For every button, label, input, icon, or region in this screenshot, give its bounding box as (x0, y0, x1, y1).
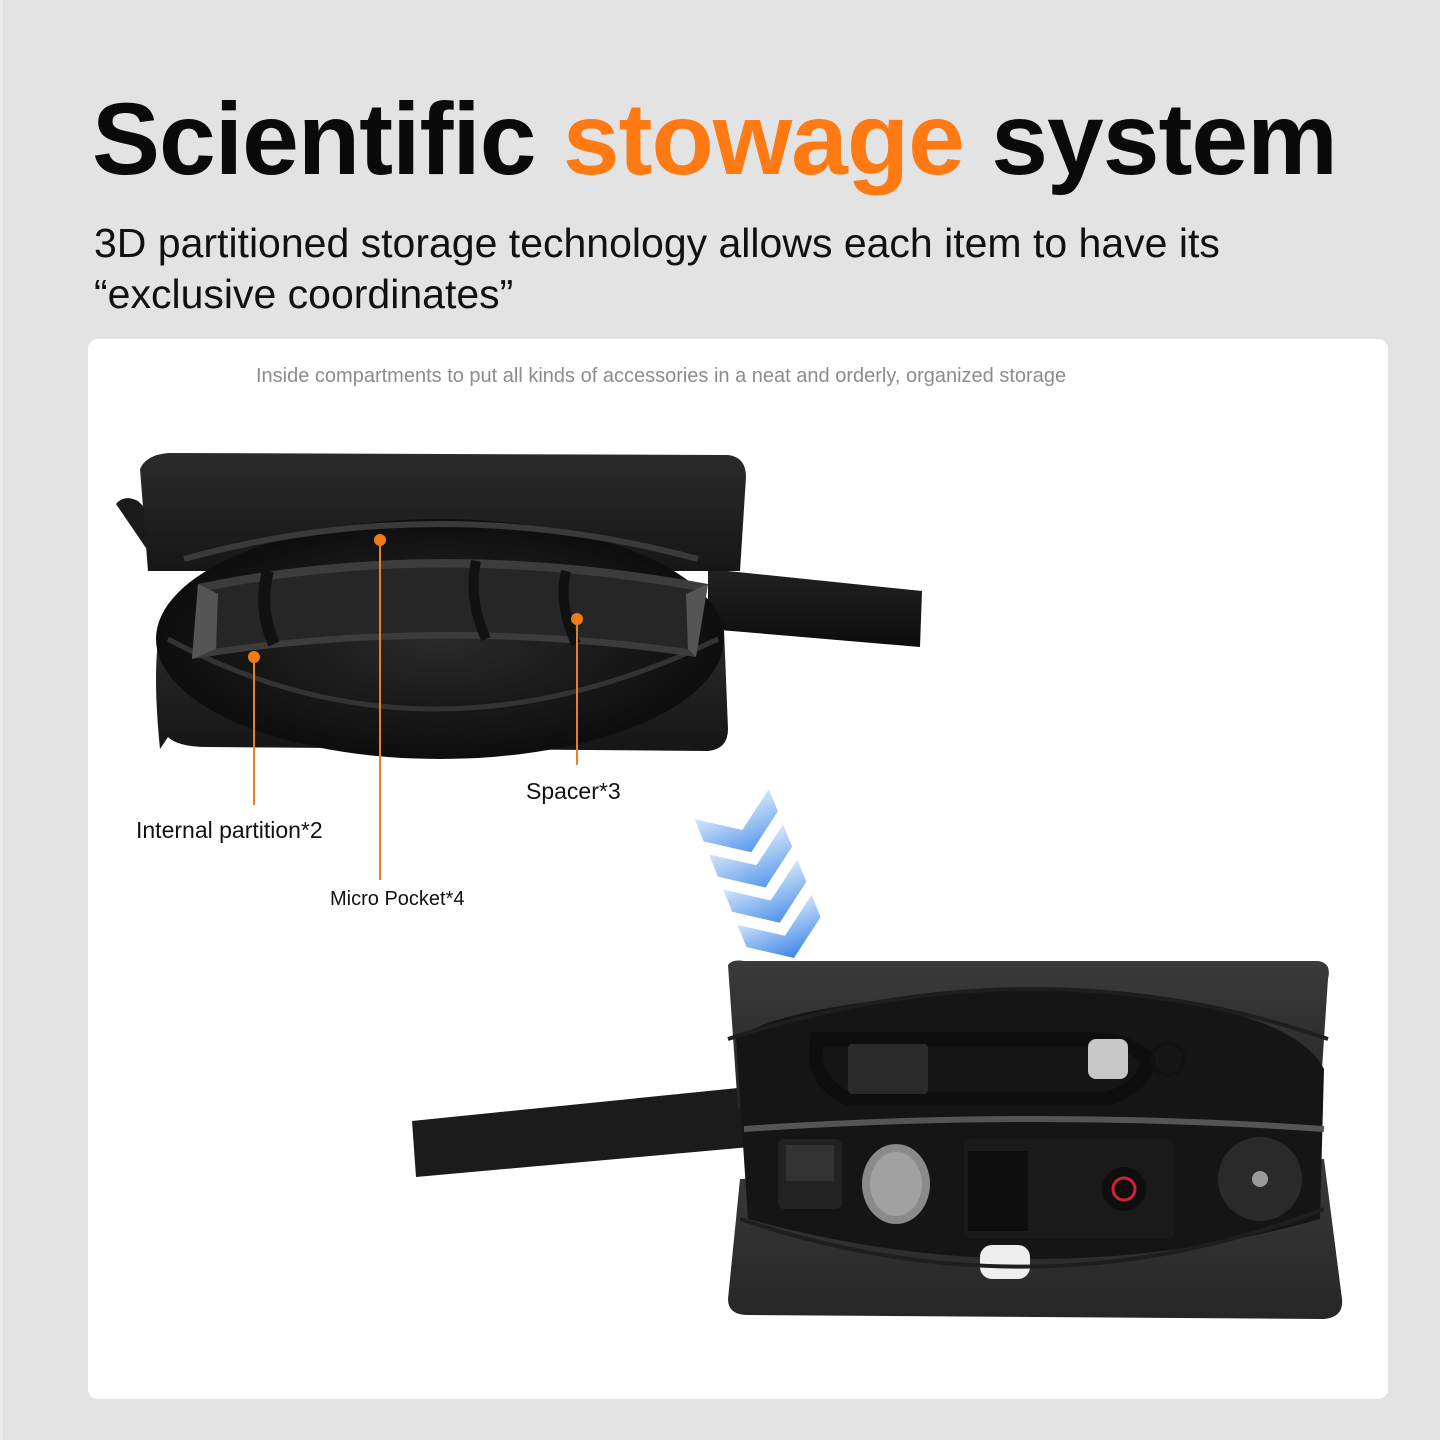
callout-line-spacer (576, 619, 578, 765)
callout-label-internal-partition: Internal partition*2 (136, 817, 323, 843)
callout-line-micro-pocket (379, 540, 381, 880)
page-subtitle: 3D partitioned storage technology allows… (94, 220, 1220, 317)
empty-bag-image (116, 453, 922, 759)
panel-caption: Inside compartments to put all kinds of … (256, 365, 1067, 387)
callout-label-spacer: Spacer*3 (526, 778, 621, 804)
filled-bag-image (412, 960, 1343, 1319)
title-part-2: system (963, 82, 1338, 196)
chevron-down-arrows-icon (694, 789, 821, 959)
title-part-1: Scientific (92, 82, 563, 196)
callout-label-micro-pocket: Micro Pocket*4 (330, 888, 465, 910)
content-panel: Inside compartments to put all kinds of … (88, 339, 1388, 1399)
page-title: Scientific stowage system (92, 78, 1338, 200)
callout-line-partition (253, 657, 255, 805)
title-accent: stowage (562, 82, 965, 196)
